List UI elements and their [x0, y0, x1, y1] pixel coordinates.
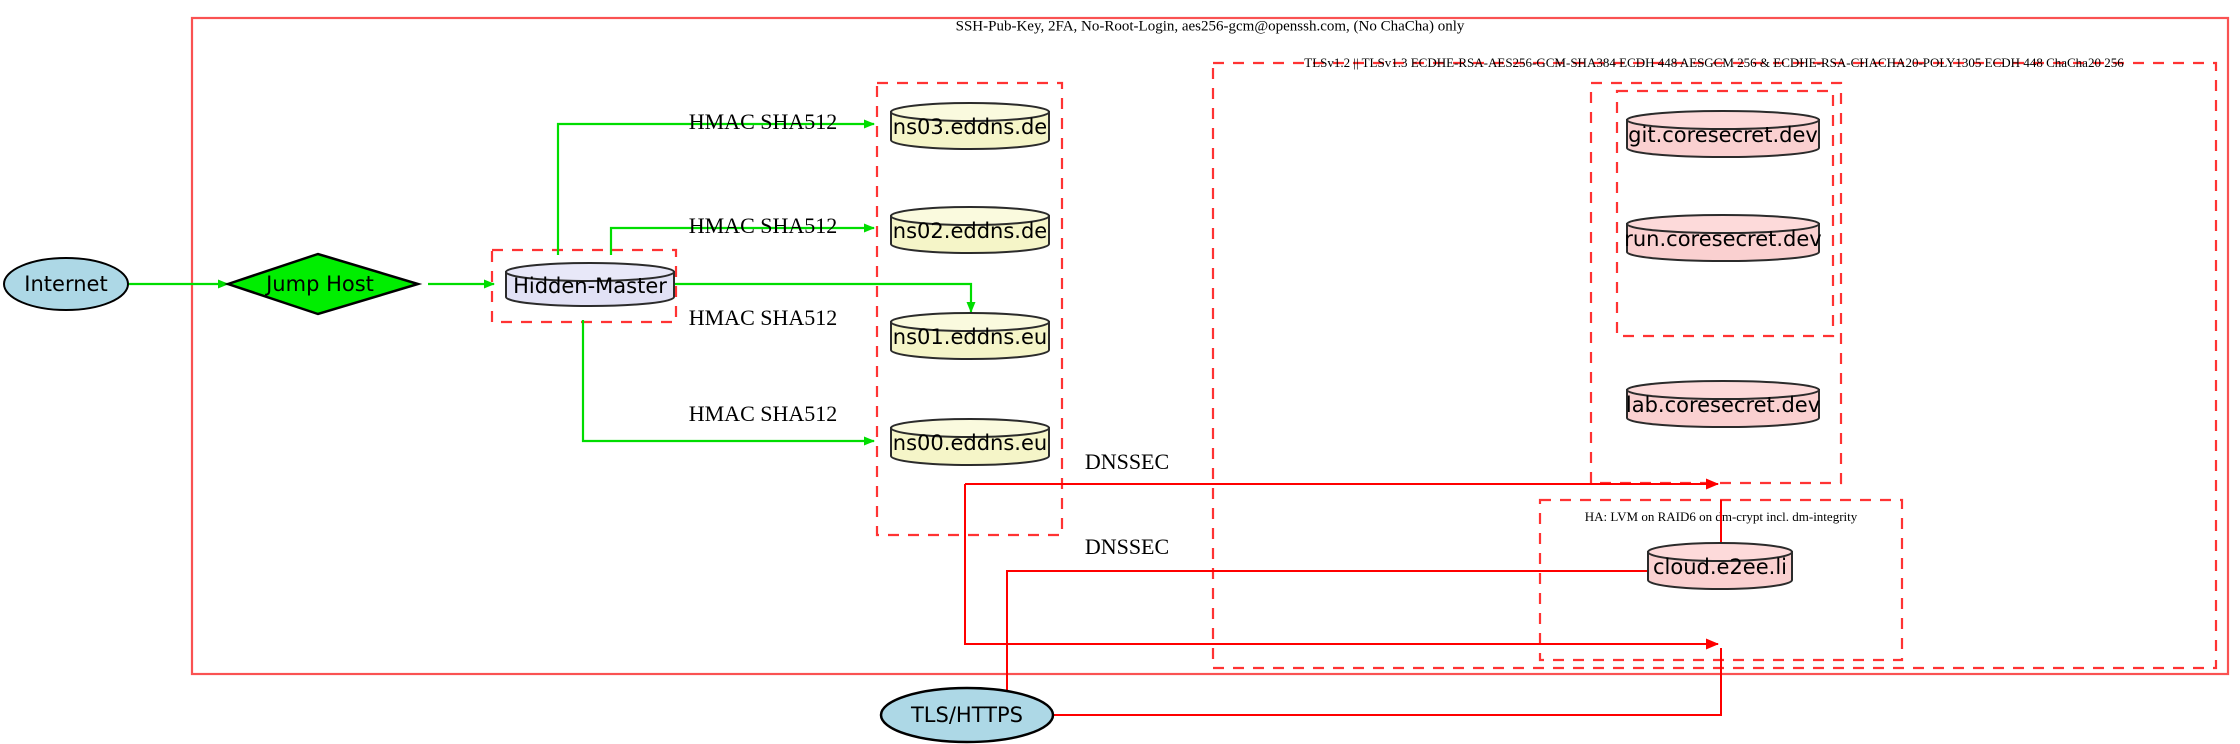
tls-boundary-label: TLSv1.2 || TLSv1.3 ECDHE-RSA-AES256-GCM-… [1304, 55, 2124, 70]
ssh-boundary-box [190, 16, 2230, 676]
node-run-coresecret[interactable]: run.coresecret.dev [1624, 214, 1822, 262]
cloud-label: cloud.e2ee.li [1653, 555, 1787, 579]
git-label: git.coresecret.dev [1628, 123, 1818, 147]
edge-label-dnssec-upper: DNSSEC [1085, 449, 1169, 474]
edge-label-hmac-ns02: HMAC SHA512 [689, 213, 838, 238]
git-cyl-body [1626, 119, 1820, 158]
edge-hiddenmaster-to-ns02 [609, 223, 875, 255]
coresecret-inner-box [1615, 89, 1835, 338]
hidden-master-label: Hidden-Master [513, 274, 667, 298]
node-cloud-e2ee[interactable]: cloud.e2ee.li [1647, 542, 1793, 590]
node-tls-https[interactable]: TLS/HTTPS [879, 686, 1055, 744]
edge-hiddenmaster-to-ns01 [672, 282, 976, 313]
tls-boundary-box [1211, 61, 2218, 670]
ssh-boundary-label: SSH-Pub-Key, 2FA, No-Root-Login, aes256-… [956, 18, 1465, 34]
ns01-label: ns01.eddns.eu [893, 325, 1047, 349]
node-internet[interactable]: Internet [3, 257, 129, 311]
node-ns02[interactable]: ns02.eddns.de [890, 206, 1050, 254]
lab-cyl-body [1626, 389, 1820, 428]
node-git-coresecret[interactable]: git.coresecret.dev [1626, 110, 1820, 158]
run-label: run.coresecret.dev [1624, 227, 1822, 251]
internet-ellipse [3, 257, 129, 311]
lab-label: lab.coresecret.dev [1626, 393, 1820, 417]
edge-tlshttps-right [1054, 648, 1722, 716]
node-ns03[interactable]: ns03.eddns.de [890, 102, 1050, 150]
ns00-cyl-top [890, 418, 1050, 438]
jump-host-diamond [224, 252, 423, 316]
ns03-cyl-body [890, 111, 1050, 150]
ns01-cyl-body [890, 321, 1050, 360]
coresecret-outer-box [1589, 81, 1843, 485]
ns03-cyl-top [890, 102, 1050, 122]
ns01-cyl-top [890, 312, 1050, 332]
cloud-cyl-top [1647, 542, 1793, 562]
jump-host-label: Jump Host [264, 272, 374, 296]
nameserver-box [875, 81, 1064, 537]
node-ns01[interactable]: ns01.eddns.eu [890, 312, 1050, 360]
cloud-cyl-body [1647, 551, 1793, 590]
node-lab-coresecret[interactable]: lab.coresecret.dev [1626, 380, 1820, 428]
ns02-cyl-body [890, 215, 1050, 254]
edge-dnssec-upper-route [964, 484, 1719, 650]
ns00-cyl-body [890, 427, 1050, 466]
run-cyl-body [1626, 223, 1820, 262]
edge-hiddenmaster-to-ns03 [556, 119, 875, 255]
edge-hiddenmaster-to-ns00 [581, 320, 875, 446]
tls-https-ellipse [879, 686, 1055, 744]
node-ns00[interactable]: ns00.eddns.eu [890, 418, 1050, 466]
hidden-master-cyl-top [505, 262, 675, 282]
edge-label-hmac-ns03: HMAC SHA512 [689, 109, 838, 134]
run-cyl-top [1626, 214, 1820, 234]
node-jump-host[interactable]: Jump Host [224, 252, 423, 316]
lab-cyl-top [1626, 380, 1820, 400]
ns02-cyl-top [890, 206, 1050, 226]
node-hidden-master[interactable]: Hidden-Master [505, 262, 675, 307]
tls-https-label: TLS/HTTPS [910, 703, 1023, 727]
edge-label-dnssec-lower: DNSSEC [1085, 534, 1169, 559]
ns02-label: ns02.eddns.de [893, 219, 1047, 243]
git-cyl-top [1626, 110, 1820, 130]
edge-label-hmac-ns00: HMAC SHA512 [689, 401, 838, 426]
ns03-label: ns03.eddns.de [893, 115, 1047, 139]
edge-label-hmac-ns01: HMAC SHA512 [689, 305, 838, 330]
internet-label: Internet [24, 272, 107, 296]
ns00-label: ns00.eddns.eu [893, 431, 1047, 455]
edge-tlshttps-to-upper [1006, 500, 1722, 700]
